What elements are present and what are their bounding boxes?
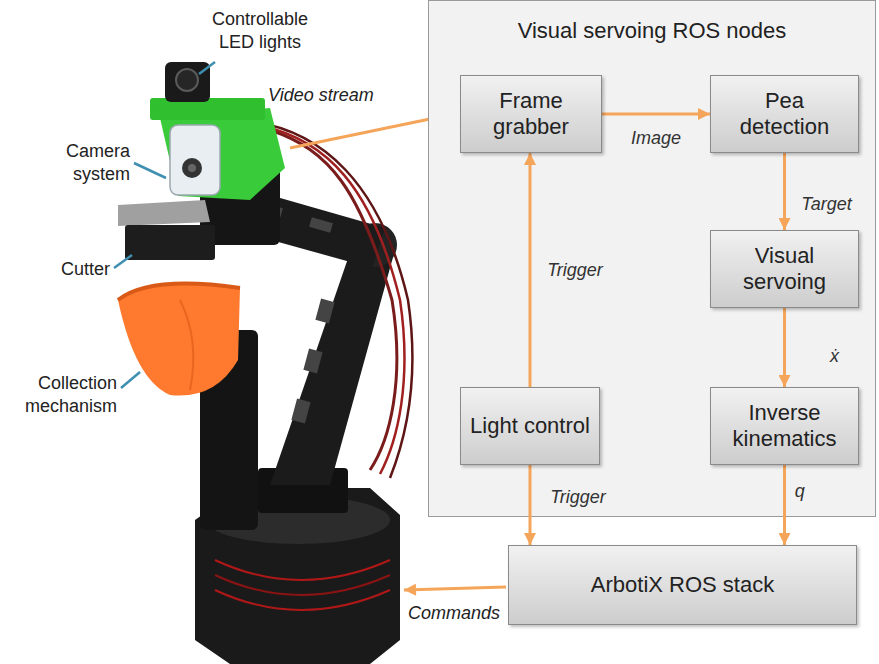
leader-line (114, 255, 132, 268)
node-label: Inverse kinematics (719, 400, 850, 453)
edge-label: q⃗ (795, 481, 819, 502)
node-label: Light control (470, 413, 590, 439)
leader-line (121, 372, 140, 388)
node-label: ArbotiX ROS stack (591, 572, 774, 598)
callout-label: Camera system (40, 140, 130, 187)
flow-arrow (783, 465, 786, 545)
process-box: Frame grabber (460, 75, 602, 153)
signal-label: Video stream (268, 84, 388, 107)
edge-label: Image (631, 128, 681, 149)
group-title: Visual servoing ROS nodes (428, 18, 876, 44)
process-box: Light control (460, 387, 600, 465)
leader-line (199, 62, 215, 74)
edge-label: Target (801, 193, 851, 214)
node-label: Frame grabber (469, 88, 593, 141)
command-arrow (404, 587, 506, 590)
process-box: Visual servoing (710, 230, 859, 308)
process-box: Pea detection (710, 75, 859, 153)
edge-label: ẋ (830, 345, 839, 366)
signal-label: Commands (408, 602, 504, 625)
callout-label: Collection mechanism (5, 372, 117, 419)
process-box: Inverse kinematics (710, 387, 859, 465)
robot-arm (118, 62, 412, 664)
callout-label: Cutter (40, 258, 110, 281)
process-box: ArbotiX ROS stack (508, 545, 857, 625)
flow-arrow (783, 308, 786, 387)
node-label: Pea detection (719, 88, 850, 141)
node-label: Visual servoing (719, 243, 850, 296)
leader-line (134, 163, 166, 178)
flow-arrow (783, 153, 786, 230)
flow-arrow (529, 465, 532, 545)
group-panel: Visual servoing ROS nodesFrame grabber Pe… (428, 0, 876, 517)
leader-lines (114, 62, 215, 388)
flow-arrow (529, 153, 532, 387)
flow-arrow (602, 113, 710, 116)
edge-label: Trigger (550, 487, 606, 508)
edge-label: Trigger (547, 260, 603, 281)
callout-label: Controllable LED lights (205, 8, 315, 55)
